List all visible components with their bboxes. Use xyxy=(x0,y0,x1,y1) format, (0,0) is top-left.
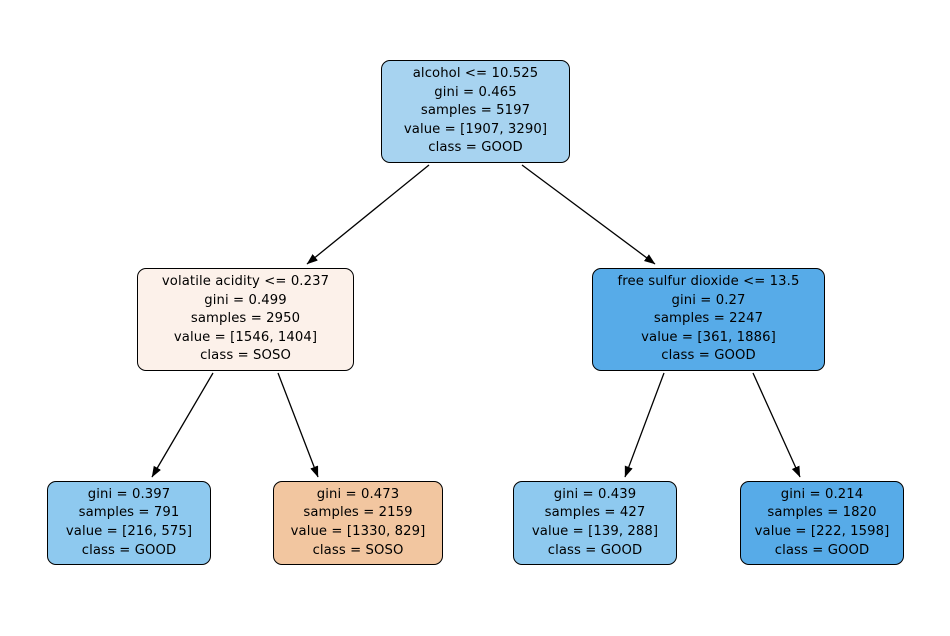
leaf-node-4-line-4: class = GOOD xyxy=(774,542,870,558)
right-branch-node-line-4: value = [361, 1886] xyxy=(641,329,776,345)
left-branch-node-line-4: value = [1546, 1404] xyxy=(173,329,318,345)
leaf-node-4-line-1: gini = 0.214 xyxy=(780,486,864,502)
leaf-node-1: gini = 0.397 samples = 791 value = [216, 5… xyxy=(47,481,211,565)
edge-right-to-leaf3 xyxy=(624,372,665,478)
root-node-line-5: class = GOOD xyxy=(428,140,523,156)
leaf-node-4-line-3: value = [222, 1598] xyxy=(754,524,890,539)
leaf-node-4: gini = 0.214 samples = 1820 value = [222, … xyxy=(740,481,904,565)
leaf-node-3-line-1: gini = 0.439 xyxy=(553,486,637,502)
leaf-node-1-line-1: gini = 0.397 xyxy=(87,486,171,502)
root-node-line-3: samples = 5197 xyxy=(420,103,531,119)
right-branch-node-line-2: gini = 0.27 xyxy=(671,292,746,308)
edge-left-to-leaf2 xyxy=(277,372,319,478)
leaf-node-2-line-2: samples = 2159 xyxy=(303,505,413,521)
root-node-line-2: gini = 0.465 xyxy=(434,84,517,100)
left-branch-node-line-2: gini = 0.499 xyxy=(204,292,287,308)
leaf-node-3-line-4: class = GOOD xyxy=(547,542,643,558)
leaf-node-2-line-1: gini = 0.473 xyxy=(316,486,400,502)
right-branch-node-line-5: class = GOOD xyxy=(661,348,756,364)
leaf-node-1-line-2: samples = 791 xyxy=(78,505,180,521)
leaf-node-3-line-3: value = [139, 288] xyxy=(531,524,659,539)
leaf-node-2-line-4: class = SOSO xyxy=(312,542,404,558)
right-branch-node-line-1: free sulfur dioxide <= 13.5 xyxy=(617,274,800,290)
leaf-node-3-line-2: samples = 427 xyxy=(544,505,646,521)
leaf-node-2-line-3: value = [1330, 829] xyxy=(290,524,426,539)
root-node-line-1: alcohol <= 10.525 xyxy=(412,66,539,82)
right-branch-node-line-3: samples = 2247 xyxy=(653,311,764,327)
leaf-node-4-line-2: samples = 1820 xyxy=(767,505,877,521)
leaf-node-1-line-3: value = [216, 575] xyxy=(65,524,193,539)
left-branch-node-line-1: volatile acidity <= 0.237 xyxy=(161,274,330,290)
edge-right-to-leaf4 xyxy=(752,372,801,478)
left-branch-node-line-5: class = SOSO xyxy=(200,348,291,364)
root-node: alcohol <= 10.525 gini = 0.465 samples = 5… xyxy=(381,60,570,163)
left-branch-node: volatile acidity <= 0.237 gini = 0.499 sam… xyxy=(137,268,354,371)
edge-root-to-right xyxy=(521,164,656,265)
leaf-node-1-line-4: class = GOOD xyxy=(81,542,177,558)
edge-root-to-left xyxy=(306,164,430,265)
leaf-node-3: gini = 0.439 samples = 427 value = [139, 2… xyxy=(513,481,677,565)
edge-left-to-leaf1 xyxy=(151,372,214,478)
right-branch-node: free sulfur dioxide <= 13.5 gini = 0.27 sa… xyxy=(592,268,825,371)
leaf-node-2: gini = 0.473 samples = 2159 value = [1330,… xyxy=(273,481,443,565)
left-branch-node-line-3: samples = 2950 xyxy=(190,311,301,327)
root-node-line-4: value = [1907, 3290] xyxy=(403,121,548,137)
